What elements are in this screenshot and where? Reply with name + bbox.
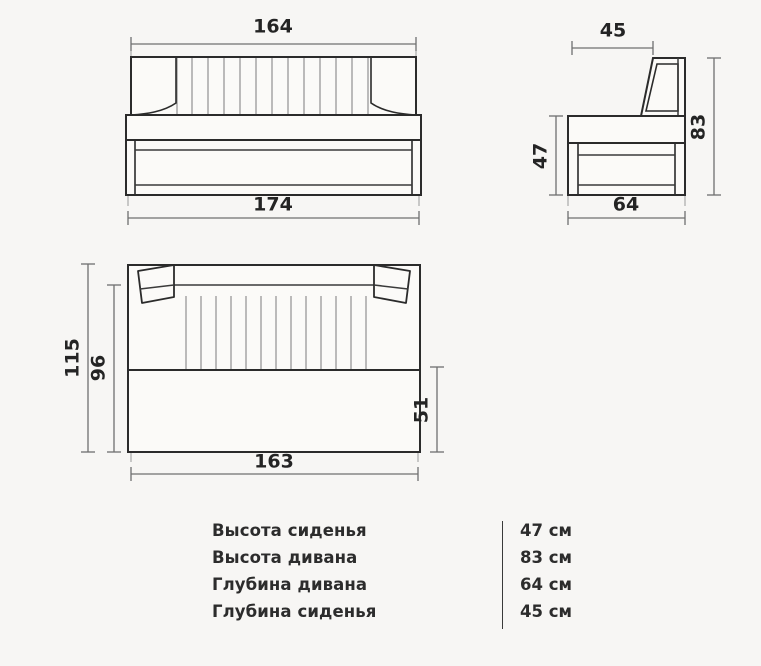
- spec-row: Глубина дивана 64 см: [212, 575, 572, 602]
- spec-label: Глубина сиденья: [212, 602, 377, 621]
- top-armrest-left: [137, 264, 175, 304]
- spec-divider: [502, 602, 503, 629]
- side-total-height-label: 83: [688, 114, 710, 140]
- top-view: 115 96 51 1: [62, 263, 444, 481]
- side-base-frame: [567, 142, 686, 196]
- spec-divider: [502, 548, 503, 575]
- side-base-inner: [577, 142, 676, 196]
- spec-divider: [502, 521, 503, 548]
- front-dim-bottom-174: 174: [127, 194, 420, 225]
- top-total-depth-label: 115: [62, 338, 84, 378]
- side-dim-depth-64: 64: [567, 194, 686, 225]
- front-top-width-label: 164: [253, 16, 293, 38]
- spec-value: 47 см: [520, 521, 572, 540]
- side-dim-total-height-83: 83: [688, 57, 721, 196]
- spec-row: Высота сиденья 47 см: [212, 521, 572, 548]
- top-lower-block: [127, 369, 421, 453]
- top-seat-block: [127, 264, 421, 371]
- top-inner-depth-label: 96: [88, 355, 110, 381]
- front-backrest-pleats: [176, 58, 369, 114]
- side-dim-depth-45: 45: [571, 20, 654, 55]
- front-view: 164: [125, 16, 422, 225]
- side-seat-depth-label: 45: [600, 20, 626, 42]
- spec-row: Глубина сиденья 45 см: [212, 602, 572, 629]
- side-dim-seat-height-47: 47: [530, 115, 563, 196]
- front-base-inner: [134, 139, 413, 196]
- front-base-frame: [125, 139, 422, 196]
- front-dim-top-164: 164: [130, 16, 417, 58]
- spec-divider: [502, 575, 503, 602]
- front-bottom-width-label: 174: [253, 194, 293, 216]
- top-dim-lower-depth-51: 51: [411, 366, 444, 453]
- side-seat-height-label: 47: [530, 143, 552, 169]
- top-armrest-right: [373, 264, 411, 304]
- side-total-depth-label: 64: [613, 194, 639, 216]
- spec-label: Высота сиденья: [212, 521, 367, 540]
- front-backrest: [130, 56, 417, 116]
- side-view: 45 47: [530, 20, 721, 225]
- spec-value: 45 см: [520, 602, 572, 621]
- top-dim-total-depth-115: 115: [62, 263, 95, 453]
- spec-label: Высота дивана: [212, 548, 358, 567]
- side-seat-band: [567, 115, 686, 144]
- top-dim-inner-depth-96: 96: [88, 284, 121, 453]
- top-width-label: 163: [254, 451, 294, 473]
- spec-value: 83 см: [520, 548, 572, 567]
- top-seat-pleats: [185, 296, 367, 369]
- spec-value: 64 см: [520, 575, 572, 594]
- top-dim-width-163: 163: [130, 451, 419, 481]
- specifications-table: Высота сиденья 47 см Высота дивана 83 см…: [212, 521, 572, 629]
- front-seat-band: [125, 114, 422, 141]
- spec-row: Высота дивана 83 см: [212, 548, 572, 575]
- top-lower-depth-label: 51: [411, 397, 433, 423]
- spec-label: Глубина дивана: [212, 575, 368, 594]
